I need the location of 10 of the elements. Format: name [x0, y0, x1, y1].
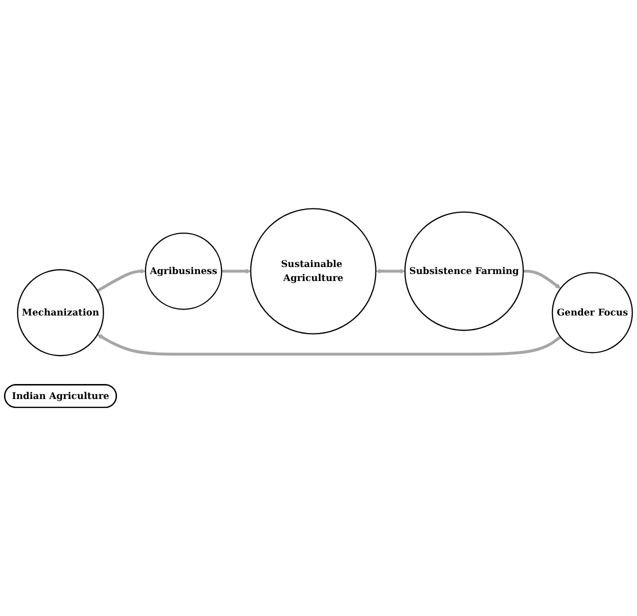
node-circle: Gender Focus — [552, 272, 633, 354]
node-circle: Sustainable Agriculture — [250, 208, 376, 334]
arrow — [376, 268, 406, 274]
node-circle: Mechanization — [16, 269, 104, 356]
arrow — [97, 334, 562, 356]
arrow — [222, 268, 251, 274]
node-circle: Subsistence Farming — [404, 211, 524, 331]
arrow — [96, 268, 146, 292]
arrow — [523, 270, 561, 289]
node-circle: Agribusiness — [144, 232, 222, 310]
